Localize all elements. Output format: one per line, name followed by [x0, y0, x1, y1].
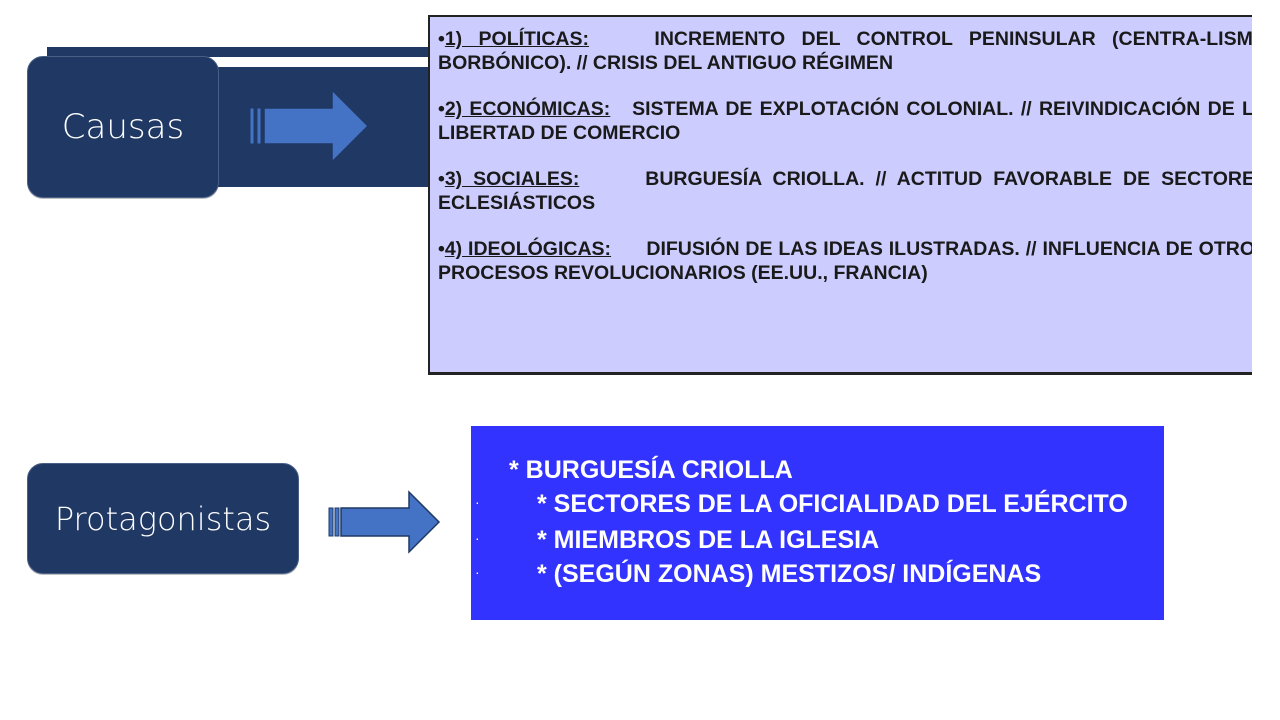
causas-label-box: Causas — [27, 56, 219, 198]
bullet-dot: · — [475, 494, 480, 510]
causes-panel: •1) POLÍTICAS: INCREMENTO DEL CONTROL PE… — [428, 15, 1252, 375]
protagonist-item: * SECTORES DE LA OFICIALIDAD DEL EJÉRCIT… — [537, 490, 1128, 518]
cause-heading: 2) ECONÓMICAS: — [444, 98, 611, 120]
protagonist-item: * (SEGÚN ZONAS) MESTIZOS/ INDÍGENAS — [537, 560, 1042, 588]
protagonistas-label-box: Protagonistas — [27, 463, 299, 574]
cause-heading: 1) POLÍTICAS: — [444, 28, 590, 50]
cause-item: •2) ECONÓMICAS: SISTEMA DE EXPLOTACIÓN C… — [438, 97, 1252, 145]
bullet-dot: · — [475, 564, 480, 580]
bullet: • — [438, 98, 445, 120]
cause-text: DIFUSIÓN DE LAS IDEAS ILUSTRADAS. // INF… — [438, 238, 1252, 284]
right-arrow-icon — [249, 88, 370, 164]
bullet: • — [438, 238, 445, 260]
protagonist-item: * MIEMBROS DE LA IGLESIA — [537, 526, 880, 554]
protagonistas-label: Protagonistas — [54, 499, 272, 538]
cause-item: •3) SOCIALES: BURGUESÍA CRIOLLA. // ACTI… — [438, 167, 1252, 215]
bullet-dot: · — [475, 530, 480, 546]
causas-label: Causas — [61, 107, 185, 147]
protagonists-panel: * BURGUESÍA CRIOLLA · * SECTORES DE LA O… — [471, 426, 1164, 620]
bullet: • — [438, 28, 445, 50]
cause-text: INCREMENTO DEL CONTROL PENINSULAR (CENTR… — [438, 28, 1252, 74]
cause-heading: 4) IDEOLÓGICAS: — [444, 238, 612, 260]
cause-heading: 3) SOCIALES: — [444, 168, 580, 190]
cause-item: •1) POLÍTICAS: INCREMENTO DEL CONTROL PE… — [438, 27, 1252, 75]
cause-item: •4) IDEOLÓGICAS: DIFUSIÓN DE LAS IDEAS I… — [438, 237, 1252, 285]
header-band-thin — [47, 47, 439, 57]
right-arrow-icon — [328, 490, 441, 554]
cause-text: BURGUESÍA CRIOLLA. // ACTITUD FAVORABLE … — [438, 168, 1252, 214]
bullet: • — [438, 168, 445, 190]
protagonist-item: * BURGUESÍA CRIOLLA — [509, 456, 793, 484]
cause-text: SISTEMA DE EXPLOTACIÓN COLONIAL. // REIV… — [438, 98, 1252, 144]
